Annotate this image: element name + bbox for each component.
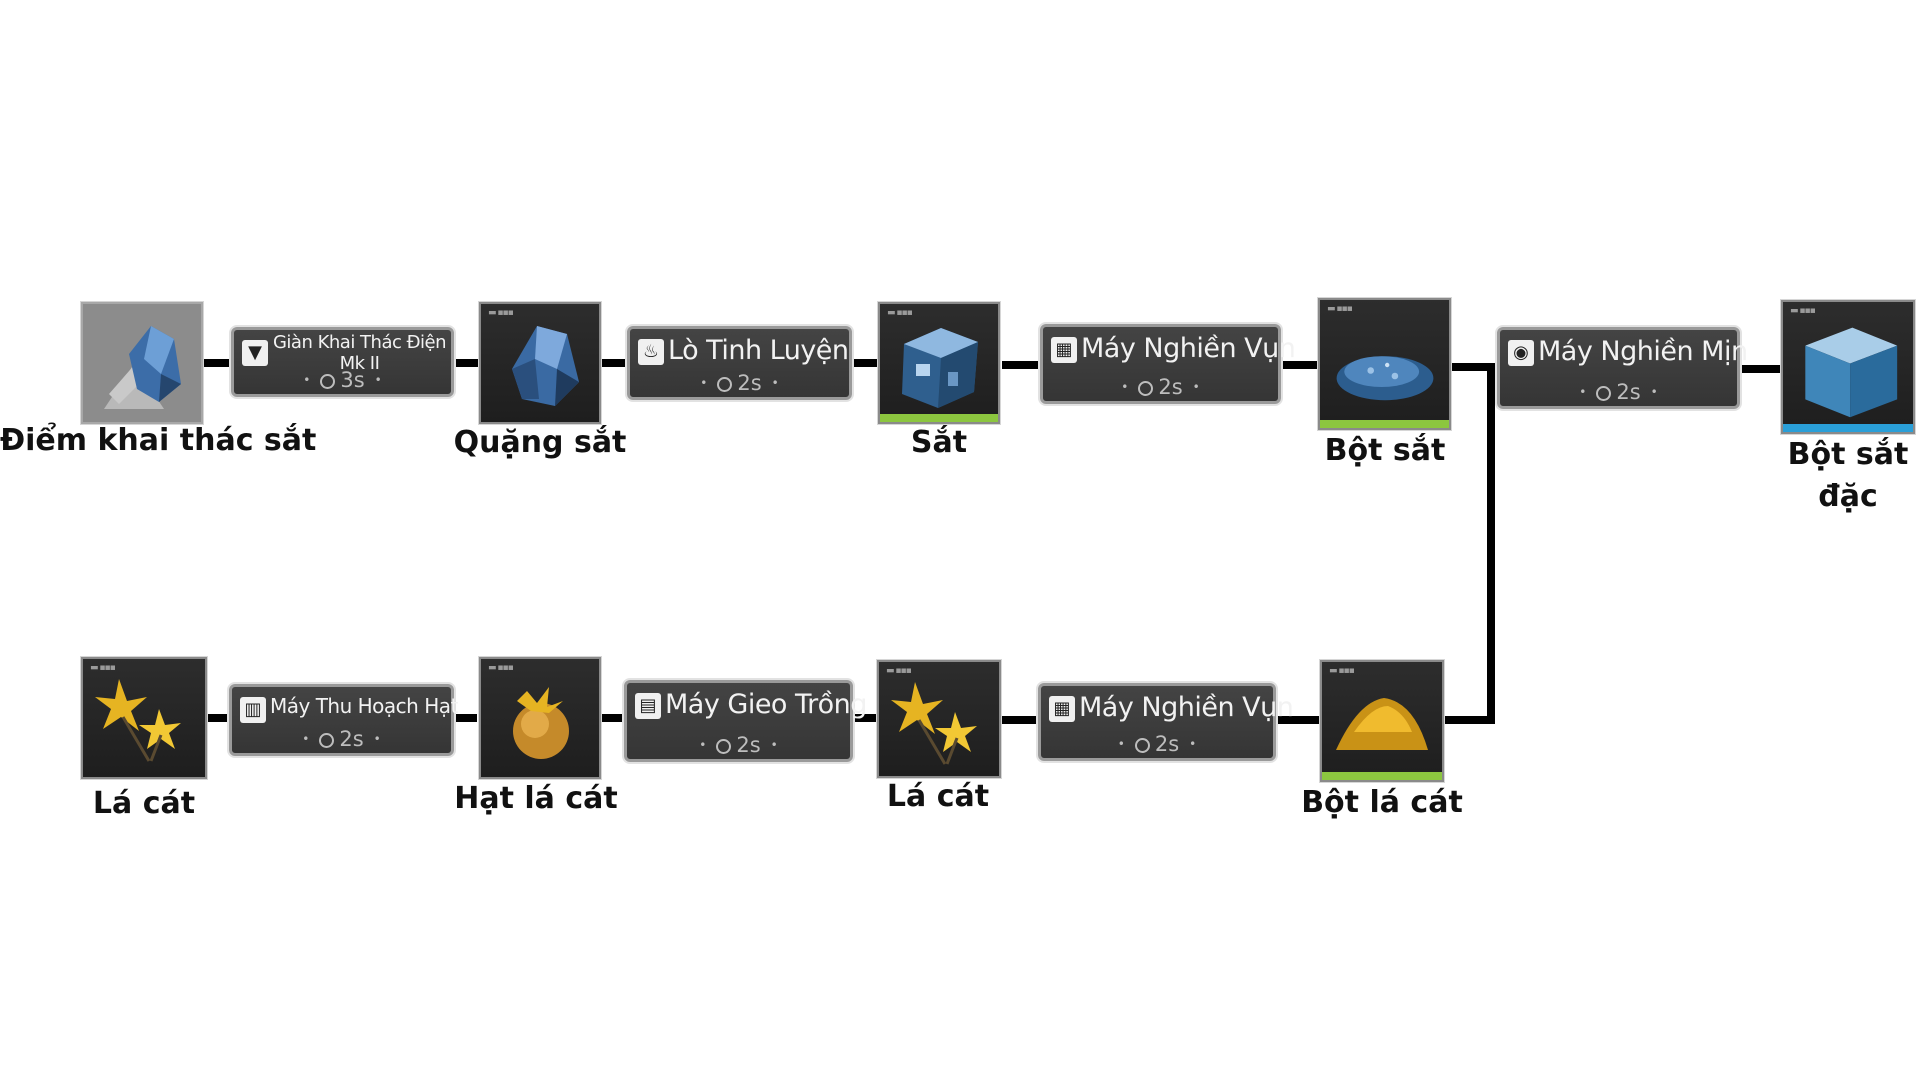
machine-grinder: ◉ Máy Nghiền Mịn •2s• bbox=[1497, 327, 1748, 409]
label-dense-line-2: đặc bbox=[1818, 479, 1878, 514]
label-iron: Sắt bbox=[910, 425, 968, 460]
timer-icon bbox=[1596, 386, 1612, 401]
item-iron-ore: ▬ ▪▪▪ bbox=[479, 302, 601, 424]
machine-planter-time: •2s• bbox=[699, 733, 778, 757]
seed-harvester-icon: ▥ bbox=[240, 697, 266, 723]
rarity-dots: ▬ ▪▪▪ bbox=[1790, 306, 1816, 316]
label-dense-iron-powder: Bột sắt đặc bbox=[1748, 434, 1920, 518]
rarity-dots: ▬ ▪▪▪ bbox=[90, 663, 116, 673]
iron-powder-icon bbox=[1336, 356, 1434, 401]
item-iron: ▬ ▪▪▪ bbox=[878, 302, 1000, 424]
sandleaf-seed-icon bbox=[513, 687, 569, 759]
quality-bar bbox=[880, 414, 998, 422]
rarity-dots: ▬ ▪▪▪ bbox=[488, 663, 514, 673]
machine-shredder-bottom: ▦ Máy Nghiền Vụn •2s• bbox=[1038, 683, 1294, 761]
rarity-dots: ▬ ▪▪▪ bbox=[887, 308, 913, 318]
rarity-dots: ▬ ▪▪▪ bbox=[886, 666, 912, 676]
sandleaf-powder-icon bbox=[1336, 698, 1428, 750]
machine-drill-time: •3s• bbox=[303, 368, 382, 392]
timer-icon bbox=[319, 733, 335, 748]
rarity-dots: ▬ ▪▪▪ bbox=[1329, 666, 1355, 676]
machine-refinery-name: Lò Tinh Luyện bbox=[668, 335, 849, 366]
drill-rig-icon: ▼ bbox=[242, 340, 268, 366]
item-sandleaf-seed: ▬ ▪▪▪ bbox=[479, 657, 601, 779]
timer-icon bbox=[1138, 381, 1154, 396]
iron-nugget-icon bbox=[902, 328, 978, 408]
sandleaf-plant-icon bbox=[95, 679, 181, 762]
machine-grinder-time: •2s• bbox=[1579, 380, 1658, 404]
sandleaf-plant-icon bbox=[891, 682, 977, 765]
label-sandleaf-seed: Hạt lá cát bbox=[454, 781, 618, 816]
timer-icon bbox=[320, 374, 336, 389]
label-dense-line-1: Bột sắt bbox=[1787, 437, 1909, 472]
machine-drill-name: Giàn Khai Thác Điện Mk II bbox=[272, 332, 447, 374]
machine-refinery: ♨ Lò Tinh Luyện •2s• bbox=[627, 326, 852, 400]
label-iron-powder: Bột sắt bbox=[1324, 433, 1446, 468]
label-sandleaf-1: Lá cát bbox=[92, 786, 196, 821]
grinder-icon: ◉ bbox=[1508, 340, 1534, 366]
item-iron-powder: ▬ ▪▪▪ bbox=[1318, 298, 1451, 430]
label-iron-ore: Quặng sắt bbox=[453, 425, 627, 460]
iron-ore-icon bbox=[512, 326, 579, 406]
link-sandpowder-to-grinder bbox=[1444, 363, 1497, 724]
quality-bar bbox=[1320, 420, 1449, 428]
machine-drill: ▼ Giàn Khai Thác Điện Mk II •3s• bbox=[231, 327, 454, 397]
shredder-icon: ▦ bbox=[1049, 696, 1075, 722]
rarity-dots: ▬ ▪▪▪ bbox=[488, 308, 514, 318]
machine-planter: ▤ Máy Gieo Trồng •2s• bbox=[624, 680, 867, 762]
machine-refinery-time: •2s• bbox=[700, 371, 779, 395]
dense-iron-cube-icon bbox=[1805, 327, 1898, 418]
iron-ore-deposit-icon bbox=[104, 326, 181, 409]
machine-shredder-bottom-time: •2s• bbox=[1117, 732, 1197, 756]
timer-icon bbox=[716, 739, 732, 754]
rarity-dots: ▬ ▪▪▪ bbox=[1327, 304, 1353, 314]
quality-bar bbox=[1322, 772, 1442, 780]
item-sandleaf-powder: ▬ ▪▪▪ bbox=[1320, 660, 1444, 782]
label-sandleaf-2: Lá cát bbox=[886, 779, 990, 814]
machine-planter-name: Máy Gieo Trồng bbox=[665, 689, 867, 720]
planter-icon: ▤ bbox=[635, 693, 661, 719]
shredder-icon: ▦ bbox=[1051, 337, 1077, 363]
refining-furnace-icon: ♨ bbox=[638, 339, 664, 365]
machine-shredder-top: ▦ Máy Nghiền Vụn •2s• bbox=[1040, 324, 1296, 404]
label-iron-deposit: Điểm khai thác sắt bbox=[0, 423, 317, 458]
item-sandleaf-1: ▬ ▪▪▪ bbox=[81, 657, 207, 779]
machine-seed-picker: ▥ Máy Thu Hoạch Hạt •2s• bbox=[229, 684, 458, 756]
item-iron-deposit bbox=[81, 302, 203, 424]
timer-icon bbox=[717, 377, 733, 392]
machine-grinder-name: Máy Nghiền Mịn bbox=[1538, 336, 1748, 367]
machine-shredder-bottom-name: Máy Nghiền Vụn bbox=[1079, 692, 1294, 723]
item-sandleaf-2: ▬ ▪▪▪ bbox=[877, 660, 1001, 778]
label-sandleaf-powder: Bột lá cát bbox=[1301, 785, 1463, 820]
machine-shredder-top-name: Máy Nghiền Vụn bbox=[1081, 333, 1296, 364]
machine-shredder-top-time: •2s• bbox=[1121, 375, 1200, 399]
item-dense-iron-powder: ▬ ▪▪▪ bbox=[1781, 300, 1915, 434]
timer-icon bbox=[1134, 738, 1150, 753]
quality-bar bbox=[1783, 424, 1913, 432]
machine-seed-picker-time: •2s• bbox=[302, 727, 381, 751]
machine-seed-picker-name: Máy Thu Hoạch Hạt bbox=[270, 694, 458, 718]
